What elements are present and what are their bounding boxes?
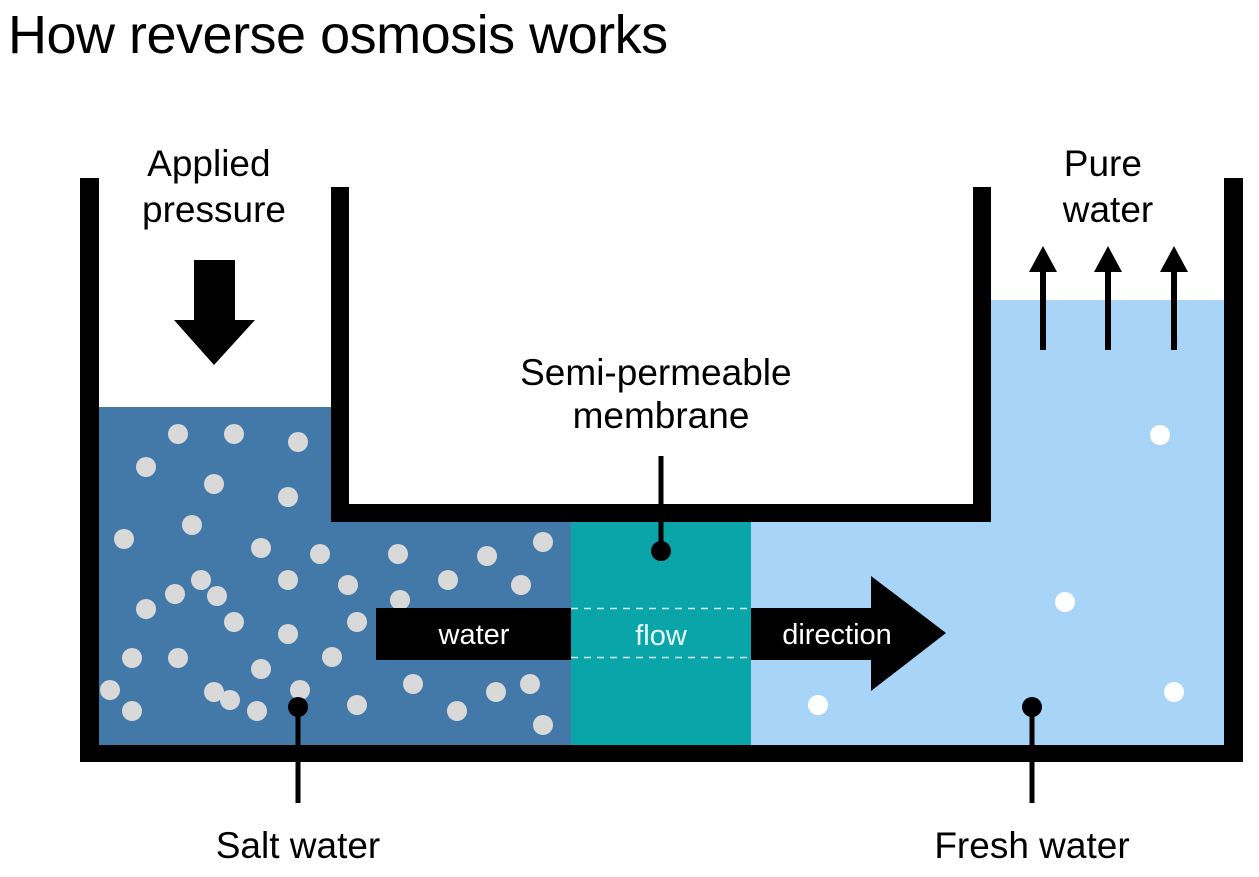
salt-particle xyxy=(338,575,358,595)
pure-water-arrows xyxy=(1029,246,1188,350)
tank-left-wall xyxy=(80,178,99,762)
salt-particle xyxy=(520,674,540,694)
salt-particle xyxy=(511,575,531,595)
salt-particle xyxy=(122,648,142,668)
salt-particle xyxy=(122,701,142,721)
salt-particle xyxy=(388,544,408,564)
salt-particle xyxy=(438,570,458,590)
flow-label-flow: flow xyxy=(635,620,688,652)
salt-particle xyxy=(247,701,267,721)
fresh-water-label: Fresh water xyxy=(934,825,1129,866)
salt-particle xyxy=(278,487,298,507)
salt-particle xyxy=(347,695,367,715)
tank-bottom xyxy=(80,745,1243,762)
salt-particle xyxy=(224,612,244,632)
fresh-water-particle xyxy=(1164,682,1184,702)
fresh-water-particle xyxy=(1055,592,1075,612)
flow-label-water: water xyxy=(438,619,510,651)
salt-particle xyxy=(136,457,156,477)
tank-outline xyxy=(80,178,1243,762)
salt-particle xyxy=(310,544,330,564)
salt-particle xyxy=(486,682,506,702)
applied-pressure-label: Applied pressure xyxy=(142,143,286,230)
salt-particle xyxy=(100,680,120,700)
up-arrow-icon xyxy=(1160,246,1188,350)
salt-particle xyxy=(477,546,497,566)
salt-particle xyxy=(220,690,240,710)
salt-particle xyxy=(165,584,185,604)
membrane-label: Semi-permeable membrane xyxy=(520,352,802,436)
salt-particle xyxy=(533,715,553,735)
fresh-water-particle xyxy=(1150,425,1170,445)
salt-particle xyxy=(191,570,211,590)
salt-particle xyxy=(168,424,188,444)
salt-water-callout xyxy=(288,697,308,803)
salt-particle xyxy=(403,674,423,694)
salt-particle xyxy=(204,474,224,494)
fresh-water-callout xyxy=(1022,697,1042,803)
salt-particle xyxy=(290,680,310,700)
salt-particle xyxy=(278,570,298,590)
membrane-callout xyxy=(651,456,671,561)
salt-particles xyxy=(100,424,553,735)
salt-particle xyxy=(390,590,410,610)
flow-label-direction: direction xyxy=(782,619,892,651)
applied-pressure-arrow-icon xyxy=(174,260,255,365)
salt-particle xyxy=(447,701,467,721)
salt-particle xyxy=(347,612,367,632)
salt-particle xyxy=(207,586,227,606)
salt-particle xyxy=(114,529,134,549)
up-arrow-icon xyxy=(1094,246,1122,350)
salt-particle xyxy=(533,532,553,552)
water-flow-arrow: water flow direction xyxy=(376,576,946,691)
salt-particle xyxy=(168,648,188,668)
salt-particle xyxy=(322,647,342,667)
inner-cup-left-wall xyxy=(331,187,349,522)
fresh-water-particles xyxy=(808,425,1184,715)
salt-particle xyxy=(251,538,271,558)
salt-particle xyxy=(204,682,224,702)
salt-particle xyxy=(136,599,156,619)
pure-water-label: Pure water xyxy=(1062,143,1153,230)
page-title: How reverse osmosis works xyxy=(8,5,668,65)
salt-particle xyxy=(288,432,308,452)
flow-arrow-left-body xyxy=(376,608,571,660)
flow-arrow-head xyxy=(751,576,946,691)
salt-water-label: Salt water xyxy=(216,825,381,866)
up-arrow-icon xyxy=(1029,246,1057,350)
salt-particle xyxy=(224,424,244,444)
fresh-water-particle xyxy=(808,695,828,715)
callouts xyxy=(288,456,1042,803)
tank-right-wall xyxy=(1224,178,1243,762)
salt-particle xyxy=(182,515,202,535)
salt-particle xyxy=(251,659,271,679)
salt-particle xyxy=(278,624,298,644)
inner-cup-right-wall xyxy=(973,187,991,522)
